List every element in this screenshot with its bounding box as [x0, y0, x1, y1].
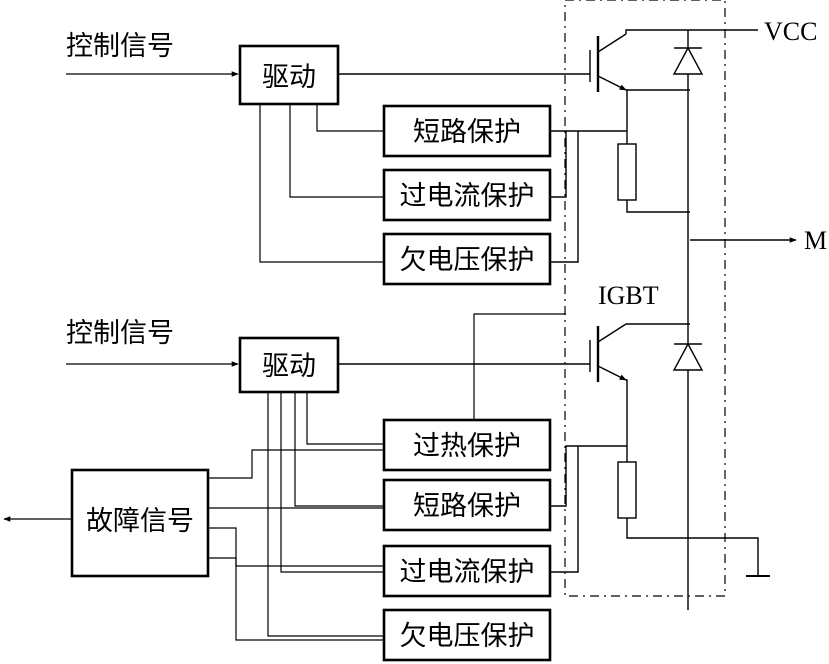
fault-signal-label: 故障信号	[86, 506, 194, 537]
drive-to-overheat-bottom	[306, 392, 384, 445]
vcc-label: VCC	[764, 17, 817, 46]
sense-resistor-top	[617, 143, 637, 201]
diode-bottom	[672, 342, 704, 371]
short-protect-box-bottom	[382, 478, 552, 532]
emitter-wire-bottom	[626, 379, 628, 462]
undervoltage-protect-box-top	[382, 232, 552, 286]
diode-top	[672, 30, 704, 610]
drive-to-overcurrent-bottom	[280, 392, 384, 573]
undervoltage-to-fault	[208, 557, 384, 641]
overcurrent-sense-wire-bottom	[550, 446, 579, 573]
short-protect-label-top: 短路保护	[413, 117, 521, 148]
drive-to-short-top	[316, 104, 384, 132]
overcurrent-protect-box-top	[382, 168, 552, 222]
igbt-bottom	[589, 323, 690, 382]
short-protect-label-bottom: 短路保护	[413, 491, 521, 522]
output-m-label: M	[804, 226, 827, 255]
undervoltage-protect-box-bottom	[382, 608, 552, 662]
overheat-protect-label: 过热保护	[413, 431, 521, 462]
sense-resistor-return-top	[626, 200, 690, 213]
overcurrent-protect-label-bottom: 过电流保护	[400, 557, 535, 588]
drive-box-top	[238, 44, 340, 106]
sense-resistor-return-bottom	[626, 518, 759, 576]
drive-label-bottom: 驱动	[262, 351, 316, 382]
overcurrent-sense-wire-top	[550, 131, 567, 198]
igbt-top	[589, 29, 758, 92]
drive-label-top: 驱动	[262, 62, 316, 93]
drive-to-overcurrent-top	[289, 104, 384, 198]
overcurrent-protect-box-bottom	[382, 544, 552, 598]
drive-to-undervoltage-bottom	[267, 392, 384, 637]
undervoltage-sense-wire-top	[550, 131, 579, 263]
overheat-sensor-wire	[473, 313, 566, 420]
undervoltage-protect-label-bottom: 欠电压保护	[400, 621, 535, 652]
undervoltage-protect-label-top: 欠电压保护	[400, 245, 535, 276]
fault-signal-box	[70, 468, 210, 578]
drive-to-short-bottom	[294, 392, 384, 507]
overheat-to-fault	[208, 449, 384, 479]
drive-box-bottom	[238, 336, 340, 394]
control-signal-label-bottom: 控制信号	[66, 318, 174, 349]
control-signal-label-top: 控制信号	[66, 31, 174, 62]
sense-resistor-bottom	[617, 461, 637, 519]
short-sense-wire-bottom	[550, 445, 627, 507]
overheat-protect-box	[382, 418, 552, 472]
igbt-label: IGBT	[598, 281, 659, 310]
overcurrent-to-fault	[208, 527, 384, 567]
overcurrent-protect-label-top: 过电流保护	[400, 181, 535, 212]
drive-to-undervoltage-top	[259, 104, 384, 263]
